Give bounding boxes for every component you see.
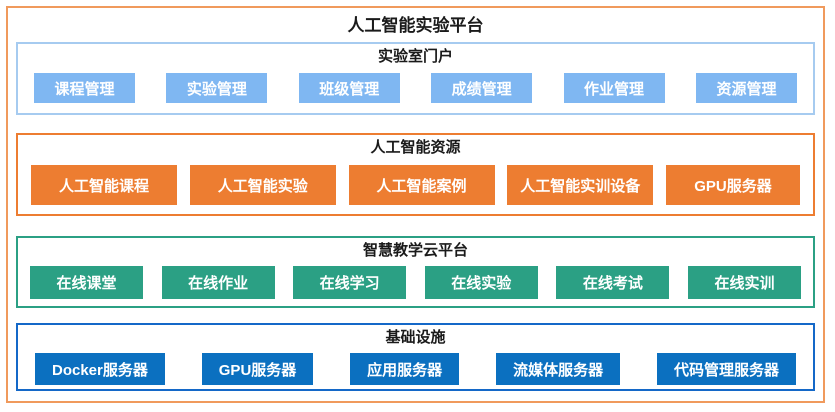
- cloud-block-online-classroom: 在线课堂: [30, 266, 143, 299]
- infrastructure-blocks-row: Docker服务器 GPU服务器 应用服务器 流媒体服务器 代码管理服务器: [18, 353, 813, 385]
- portal-block-class-management: 班级管理: [298, 73, 400, 103]
- resource-block-ai-experiments: 人工智能实验: [189, 165, 336, 205]
- portal-block-course-management: 课程管理: [34, 73, 135, 103]
- infra-block-code-management-server: 代码管理服务器: [656, 353, 796, 385]
- cloud-block-online-training: 在线实训: [687, 266, 801, 299]
- portal-block-grade-management: 成绩管理: [431, 73, 533, 103]
- section-lab-portal-title: 实验室门户: [377, 48, 453, 65]
- resource-block-ai-courses: 人工智能课程: [31, 165, 177, 205]
- infra-block-app-server: 应用服务器: [350, 353, 460, 385]
- section-ai-resources-title: 人工智能资源: [370, 139, 461, 156]
- resource-block-gpu-server: GPU服务器: [666, 165, 800, 205]
- ai-resources-blocks-row: 人工智能课程 人工智能实验 人工智能案例 人工智能实训设备 GPU服务器: [18, 165, 813, 205]
- cloud-block-online-experiment: 在线实验: [424, 266, 538, 299]
- cloud-block-online-homework: 在线作业: [161, 266, 275, 299]
- section-infrastructure-title: 基础设施: [385, 329, 446, 346]
- infra-block-gpu-server: GPU服务器: [201, 353, 314, 385]
- portal-block-resource-management: 资源管理: [695, 73, 797, 103]
- lab-portal-blocks-row: 课程管理 实验管理 班级管理 成绩管理 作业管理 资源管理: [18, 73, 813, 103]
- portal-block-experiment-management: 实验管理: [166, 73, 268, 103]
- infra-block-docker-server: Docker服务器: [35, 353, 165, 385]
- cloud-block-online-learning: 在线学习: [293, 266, 407, 299]
- cloud-blocks-row: 在线课堂 在线作业 在线学习 在线实验 在线考试 在线实训: [18, 266, 813, 299]
- portal-block-homework-management: 作业管理: [563, 73, 665, 103]
- diagram-title: 人工智能实验平台: [347, 16, 484, 35]
- section-lab-portal: 实验室门户 课程管理 实验管理 班级管理 成绩管理 作业管理 资源管理: [16, 42, 815, 115]
- cloud-block-online-exam: 在线考试: [556, 266, 670, 299]
- platform-frame: 人工智能实验平台 实验室门户 课程管理 实验管理 班级管理 成绩管理 作业管理 …: [6, 6, 825, 403]
- resource-block-ai-cases: 人工智能案例: [348, 165, 495, 205]
- section-smart-teaching-cloud-title: 智慧教学云平台: [362, 242, 468, 259]
- resource-block-ai-training-devices: 人工智能实训设备: [507, 165, 654, 205]
- section-ai-resources: 人工智能资源 人工智能课程 人工智能实验 人工智能案例 人工智能实训设备 GPU…: [16, 133, 815, 216]
- section-infrastructure: 基础设施 Docker服务器 GPU服务器 应用服务器 流媒体服务器 代码管理服…: [16, 323, 815, 391]
- infra-block-streaming-server: 流媒体服务器: [496, 353, 621, 385]
- section-smart-teaching-cloud: 智慧教学云平台 在线课堂 在线作业 在线学习 在线实验 在线考试 在线实训: [16, 236, 815, 308]
